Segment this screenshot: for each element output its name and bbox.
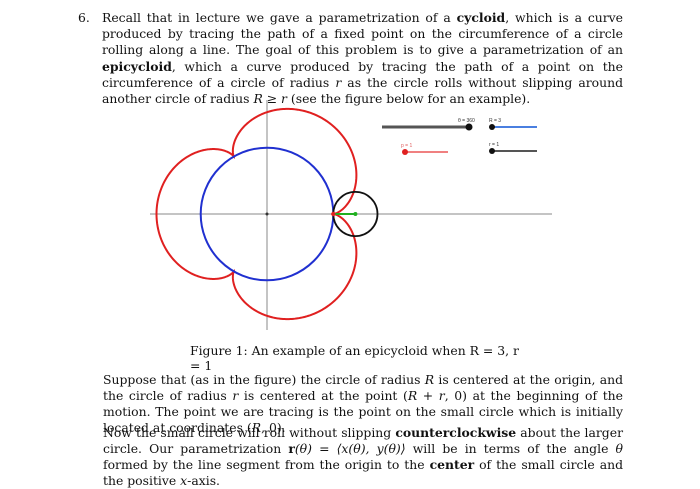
epicycloid-figure: θ = 360 R = 3 p = 1 r = 1 (150, 100, 552, 330)
text-run: , 0). (261, 420, 286, 435)
slider-r-label: r = 1 (489, 142, 499, 148)
text-run: Recall that in lecture we gave a paramet… (102, 10, 457, 25)
term-cycloid: cycloid (456, 10, 506, 25)
math-r: r (335, 74, 342, 90)
figure-caption: Figure 1: An example of an epicycloid wh… (190, 343, 519, 373)
slider-p[interactable]: p = 1 (401, 143, 448, 155)
text-run: Suppose that (as in the figure) the circ… (103, 372, 425, 387)
math-r: r (232, 388, 239, 403)
problem-statement: 6. Recall that in lecture we gave a para… (78, 10, 623, 107)
slider-theta[interactable]: θ = 360 (382, 118, 475, 131)
math-R: R (251, 420, 262, 435)
text-run: as the circle rolls without slipping aro… (102, 74, 623, 107)
math-R-plus-r: R + r (407, 388, 445, 403)
text-run: (see the figure below for an example). (286, 91, 531, 107)
math-vector-r: r (288, 441, 295, 456)
text-run: about the larger circle. Our parametriza… (103, 425, 623, 456)
slider-p-label: p = 1 (401, 143, 412, 149)
slider-theta-label: θ = 360 (458, 118, 475, 124)
term-counterclockwise: counterclockwise (395, 425, 517, 440)
epicycloid-curve (155, 107, 358, 321)
term-center: center (429, 457, 475, 472)
slider-r[interactable]: r = 1 (489, 142, 537, 154)
slider-R-label: R = 3 (489, 118, 501, 124)
paragraph-parametrization: Now the small circle will roll without s… (103, 425, 623, 489)
text-run: , which is a curve produced by tracing t… (102, 10, 623, 58)
math-parametrization: (θ) = ⟨x(θ), y(θ)⟩ (294, 441, 406, 456)
slider-R[interactable]: R = 3 (489, 118, 537, 130)
slider-p-handle[interactable] (402, 149, 408, 155)
problem-text: Recall that in lecture we gave a paramet… (102, 10, 623, 107)
slider-R-handle[interactable] (489, 124, 495, 130)
text-run: Now the small circle will roll without s… (103, 425, 396, 440)
paragraph-setup: Suppose that (as in the figure) the circ… (103, 372, 623, 436)
math-R: R (424, 372, 435, 387)
slider-theta-handle[interactable] (465, 123, 473, 131)
math-theta: θ (615, 441, 623, 456)
text-run: formed by the line segment from the orig… (103, 457, 430, 472)
text-run: will be in terms of the angle (405, 441, 616, 456)
tracing-point (331, 211, 336, 217)
text-run: -axis. (187, 473, 220, 488)
page: 6. Recall that in lecture we gave a para… (78, 10, 623, 488)
math-R-ge-r: R ≥ r (253, 91, 287, 107)
text-run: is centered at the origin, and the circl… (103, 372, 624, 403)
problem-number: 6. (78, 10, 90, 25)
text-run: , which a curve produced by tracing the … (102, 58, 623, 90)
small-circle-center (353, 212, 358, 216)
math-x: x (180, 473, 188, 488)
origin-point (265, 212, 269, 216)
term-epicycloid: epicycloid (102, 58, 172, 74)
text-run: is centered at the point ( (238, 388, 408, 403)
text-run: , 0) at the beginning of the motion. The… (103, 388, 623, 435)
slider-r-handle[interactable] (489, 148, 495, 154)
